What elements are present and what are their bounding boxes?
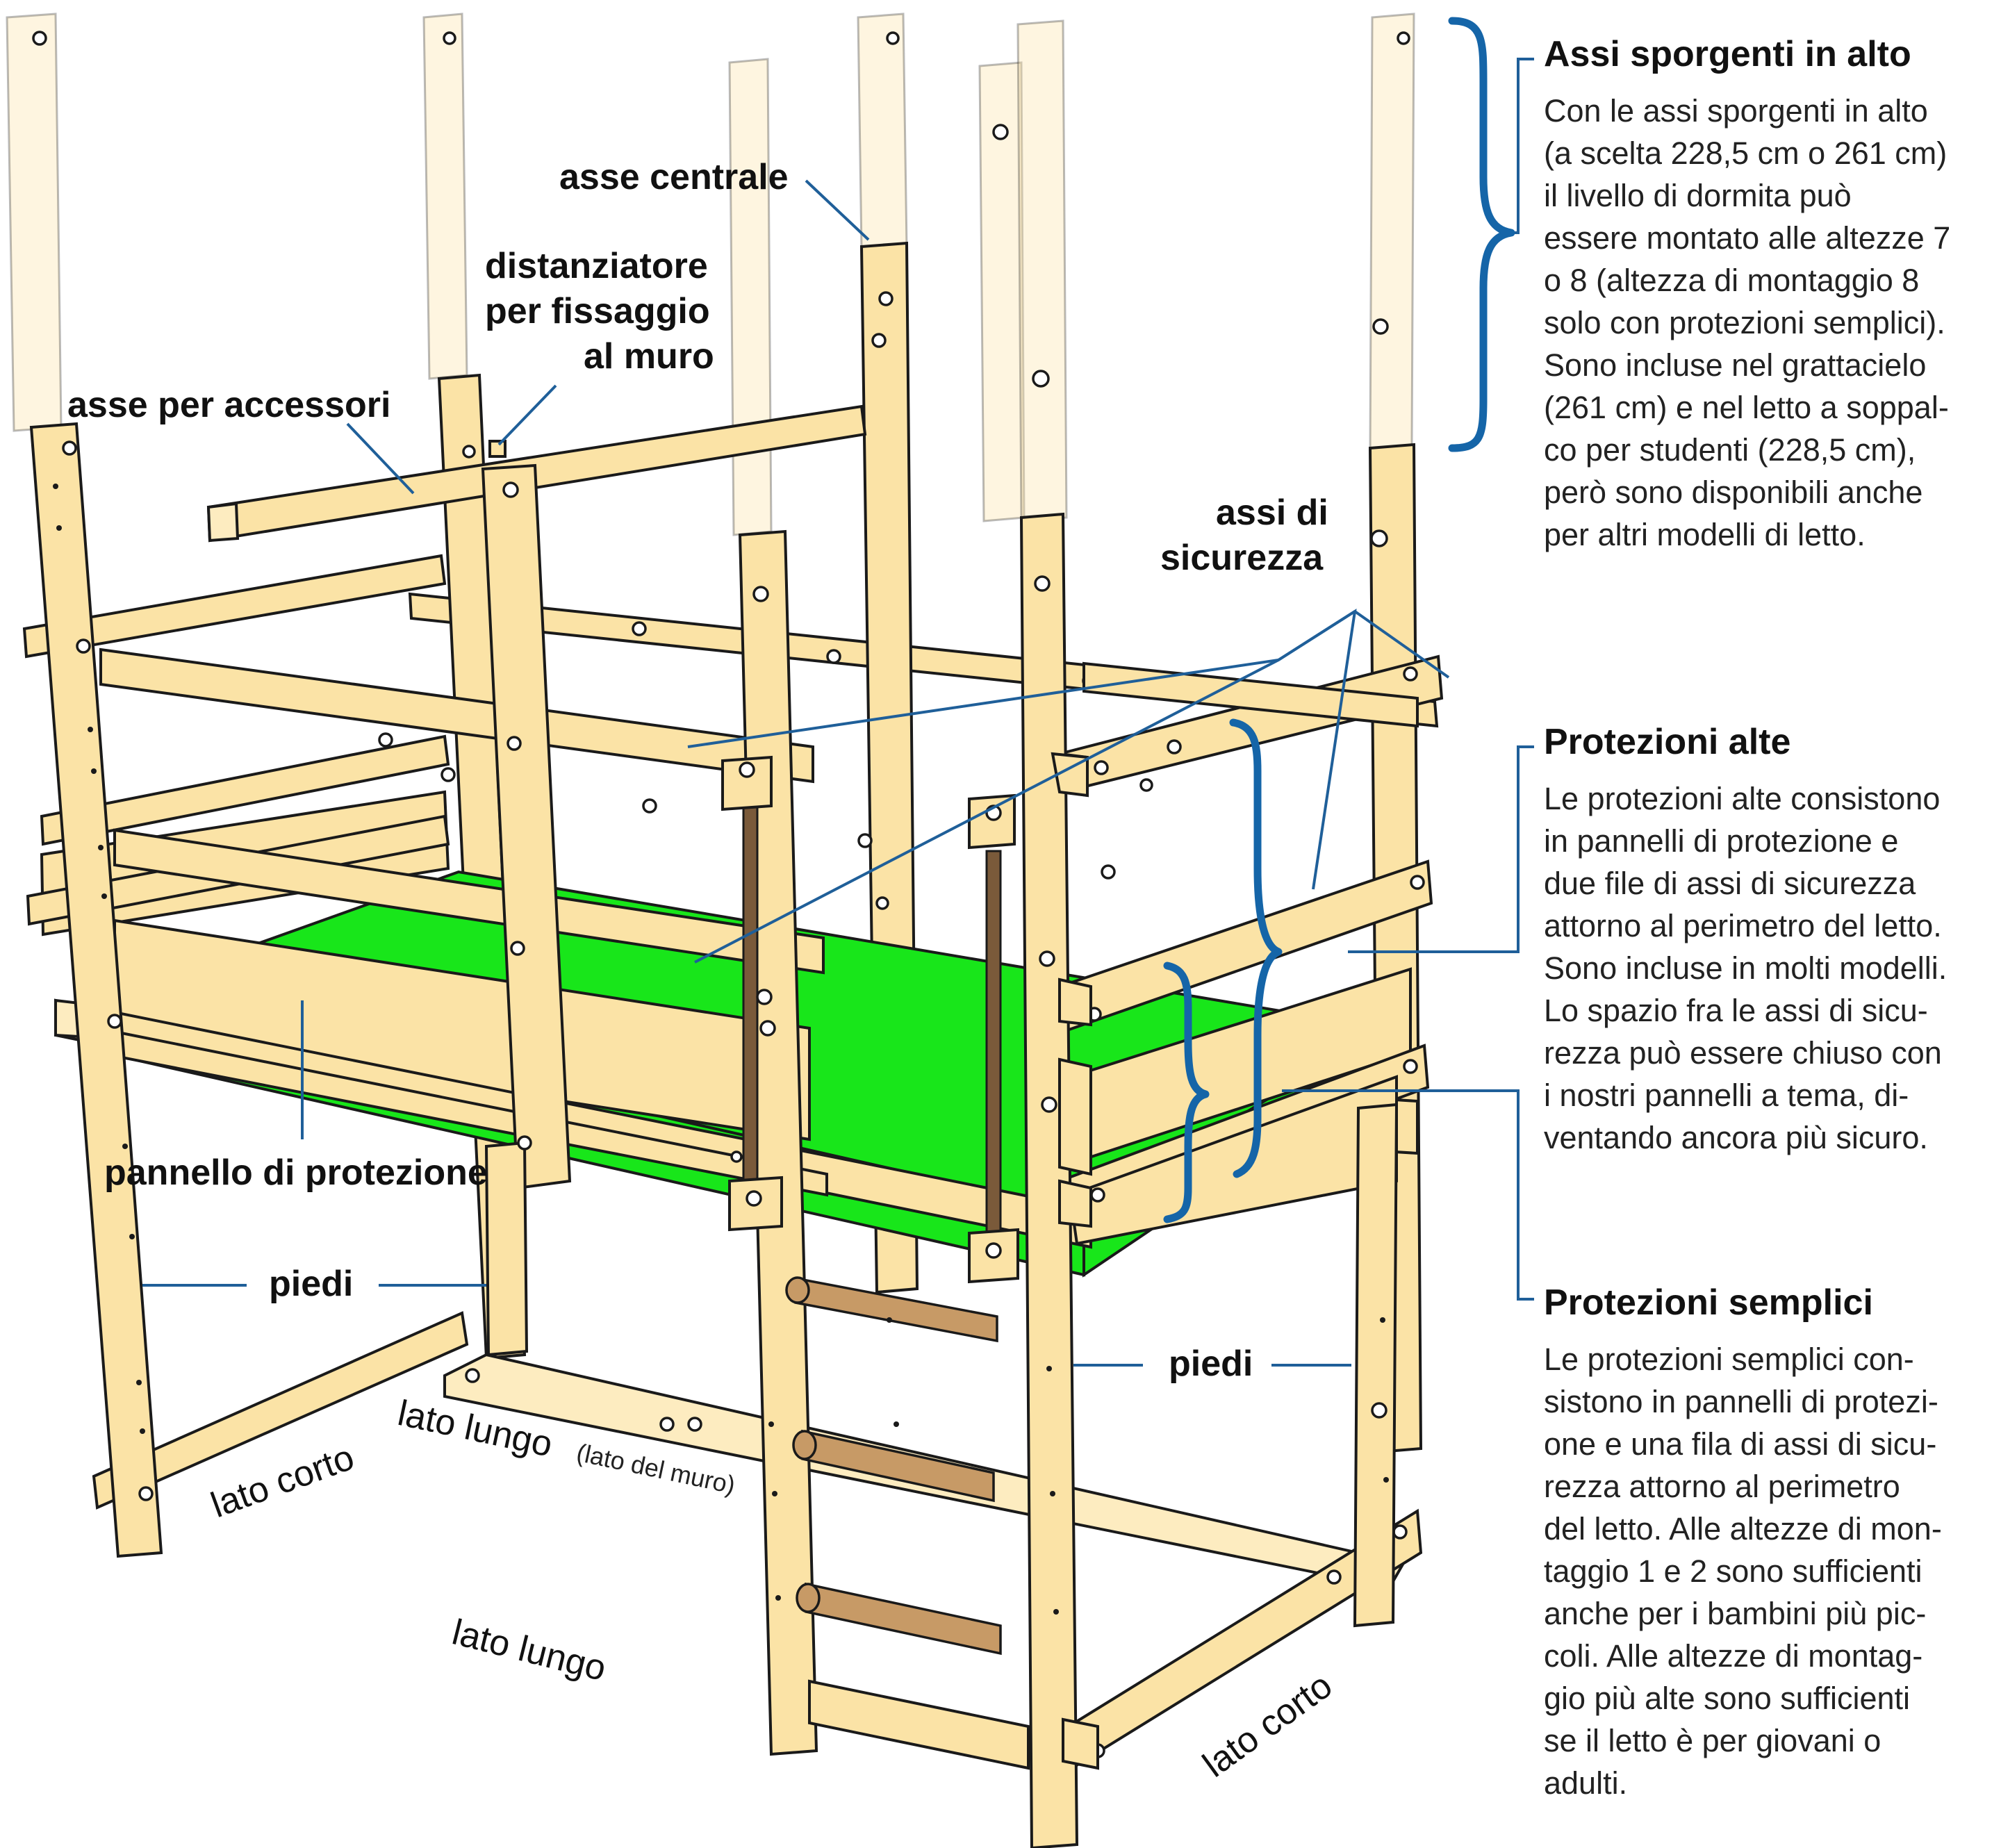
section-line: taggio 1 e 2 sono sufficienti xyxy=(1544,1553,1922,1589)
front-long-side xyxy=(54,647,1092,1249)
back-frame xyxy=(22,241,1439,1590)
brace-high-protection xyxy=(1229,718,1283,1178)
section-line: solo con protezioni semplici). xyxy=(1544,305,1945,340)
section-line: Con le assi sporgenti in alto xyxy=(1544,93,1928,129)
section-line: co per studenti (228,5 cm), xyxy=(1544,432,1916,468)
label-assi-di: assi di xyxy=(1216,493,1328,533)
section-line: attorno al perimetro del letto. xyxy=(1544,908,1942,943)
section-line: o 8 (altezza di montaggio 8 xyxy=(1544,263,1919,298)
braces xyxy=(1163,17,1515,1223)
section-line: (261 cm) e nel letto a soppal- xyxy=(1544,390,1949,425)
front-right-rails xyxy=(1051,752,1099,1770)
section-protezioni-semplici: Protezioni semplici Le protezioni sempli… xyxy=(1544,1282,1942,1801)
label-distanziatore-2: per fissaggio xyxy=(485,291,710,331)
sidebar: Assi sporgenti in alto Con le assi sporg… xyxy=(1544,34,1950,1801)
label-distanziatore-3: al muro xyxy=(584,336,714,377)
section-line: adulti. xyxy=(1544,1765,1627,1801)
section-line: rezza attorno al perimetro xyxy=(1544,1469,1900,1504)
section-line: in pannelli di protezione e xyxy=(1544,823,1898,859)
section-line: per altri modelli di letto. xyxy=(1544,517,1866,552)
section-title: Protezioni alte xyxy=(1544,722,1790,762)
section-line: sistono in pannelli di protezi- xyxy=(1544,1384,1938,1419)
ladder xyxy=(721,755,1030,1770)
section-line: i nostri pannelli a tema, di- xyxy=(1544,1078,1909,1113)
label-asse-centrale: asse centrale xyxy=(559,157,789,197)
brace-top-extension xyxy=(1448,17,1515,452)
section-line: rezza può essere chiuso con xyxy=(1544,1035,1942,1071)
label-asse-accessori: asse per accessori xyxy=(67,385,390,425)
bolt-holes xyxy=(53,440,1389,1615)
section-line: (a scelta 228,5 cm o 261 cm) xyxy=(1544,135,1947,171)
leader-lines xyxy=(142,58,1534,1367)
section-line: ventando ancora più sicuro. xyxy=(1544,1120,1928,1155)
label-piedi-right: piedi xyxy=(1169,1344,1253,1384)
section-line: del letto. Alle altezze di mon- xyxy=(1544,1511,1942,1546)
section-assi-sporgenti: Assi sporgenti in alto Con le assi sporg… xyxy=(1544,34,1950,552)
right-short-side xyxy=(1057,654,1444,1774)
section-line: però sono disponibili anche xyxy=(1544,475,1922,510)
section-line: il livello di dormita può xyxy=(1544,178,1852,213)
label-piedi-left: piedi xyxy=(269,1264,353,1304)
section-line: coli. Alle altezze di montag- xyxy=(1544,1638,1922,1674)
top-extension-posts xyxy=(6,13,1415,536)
section-line: gio più alte sono sufficienti xyxy=(1544,1681,1910,1716)
section-line: Lo spazio fra le assi di sicu- xyxy=(1544,993,1928,1028)
section-line: Sono incluse nel grattacielo xyxy=(1544,347,1926,383)
section-line: anche per i bambini più pic- xyxy=(1544,1596,1926,1631)
section-line: one e una fila di assi di sicu- xyxy=(1544,1426,1936,1462)
label-distanziatore-1: distanziatore xyxy=(485,246,708,286)
section-title: Protezioni semplici xyxy=(1544,1282,1873,1323)
label-sicurezza: sicurezza xyxy=(1160,538,1324,578)
label-lato-corto-right: lato corto xyxy=(1196,1665,1340,1785)
section-protezioni-alte: Protezioni alte Le protezioni alte consi… xyxy=(1544,722,1947,1155)
label-pannello: pannello di protezione xyxy=(104,1153,488,1193)
section-line: Le protezioni semplici con- xyxy=(1544,1342,1914,1377)
section-title: Assi sporgenti in alto xyxy=(1544,34,1911,74)
front-posts xyxy=(29,422,1399,1848)
label-lato-lungo-front: lato lungo xyxy=(448,1612,610,1689)
section-line: se il letto è per giovani o xyxy=(1544,1723,1881,1758)
section-line: Sono incluse in molti modelli. xyxy=(1544,950,1947,986)
section-line: essere montato alle altezze 7 xyxy=(1544,220,1950,256)
section-line: Le protezioni alte consistono xyxy=(1544,781,1940,816)
brace-simple-protection xyxy=(1163,962,1210,1223)
section-line: due file di assi di sicurezza xyxy=(1544,866,1916,901)
